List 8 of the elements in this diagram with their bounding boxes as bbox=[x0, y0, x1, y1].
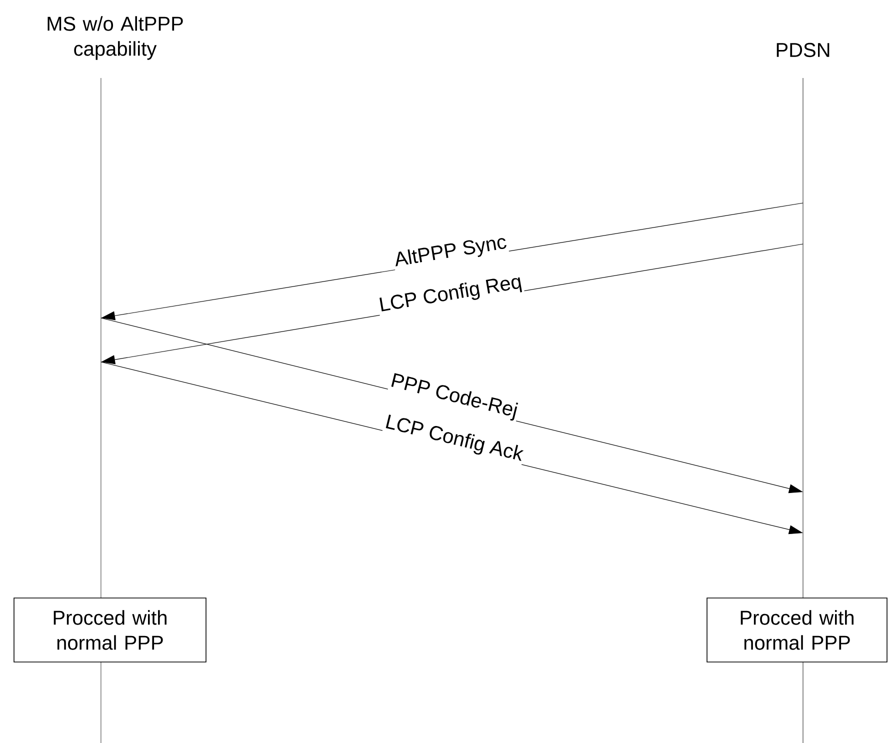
header-label: MS w/o AltPPP capability bbox=[48, 16, 183, 60]
process-box: Procced with normal PPP bbox=[14, 598, 206, 662]
lifeline bbox=[100, 78, 102, 743]
edge-label: AltPPP Sync bbox=[396, 238, 506, 266]
process-box: Procced with normal PPP bbox=[706, 598, 888, 662]
edge-label: LCP Config Req bbox=[380, 277, 522, 312]
lifeline bbox=[802, 78, 804, 743]
header-label: PDSN bbox=[776, 42, 830, 58]
